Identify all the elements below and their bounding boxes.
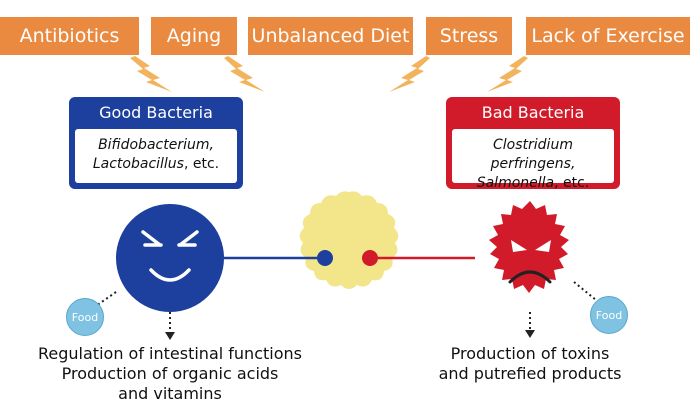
bad-bacteria-face-icon [489, 201, 569, 293]
good-bacteria-example-2: Lactobacillus [92, 156, 184, 172]
bad-food-connector [573, 281, 597, 301]
good-output-arrow-icon [165, 332, 175, 340]
good-caption-line-3: and vitamins [118, 384, 222, 403]
bad-caption-line-2: and putrefied products [438, 364, 622, 383]
bad-bacteria-etc: , etc. [554, 175, 590, 191]
bad-bacteria-examples: Clostridium perfringens, Salmonella, etc… [452, 129, 614, 191]
good-bacteria-title: Good Bacteria [99, 103, 213, 122]
bad-bacteria-caption: Production of toxins and putrefied produ… [410, 344, 650, 384]
good-bacteria-caption: Regulation of intestinal functions Produ… [20, 344, 320, 404]
good-bacteria-face-icon [116, 204, 224, 312]
bad-bacteria-example-2: Salmonella [476, 175, 555, 191]
bad-caption-line-1: Production of toxins [450, 344, 610, 363]
good-caption-line-1: Regulation of intestinal functions [38, 344, 302, 363]
bad-bacteria-panel: Bad Bacteria Clostridium perfringens, Sa… [446, 97, 620, 191]
factor-unbalanced-diet: Unbalanced Diet [248, 17, 413, 55]
factor-stress: Stress [426, 17, 512, 55]
good-bacteria-etc: , etc. [183, 156, 220, 172]
bad-food-bubble: Food [590, 296, 628, 334]
good-caption-line-2: Production of organic acids [61, 364, 279, 383]
bad-link-dot [362, 250, 378, 266]
neutral-bacteria-icon [299, 191, 399, 289]
good-bacteria-panel: Good Bacteria Bifidobacterium, Lactobaci… [69, 97, 243, 189]
factor-antibiotics: Antibiotics [0, 17, 139, 55]
bad-bacteria-example-1: Clostridium perfringens, [490, 137, 576, 172]
good-bacteria-examples: Bifidobacterium, Lactobacillus, etc. [75, 129, 237, 183]
factor-aging: Aging [151, 17, 237, 55]
bolt-icon-antibiotics [130, 56, 172, 92]
bad-bacteria-title: Bad Bacteria [481, 103, 585, 122]
factor-lack-of-exercise: Lack of Exercise [526, 17, 690, 55]
good-bacteria-example-1: Bifidobacterium, [98, 137, 214, 153]
good-food-bubble: Food [66, 298, 104, 336]
bolt-icon-stress [487, 56, 528, 92]
bad-output-arrow-icon [525, 330, 535, 338]
good-link-dot [317, 250, 333, 266]
bolt-icon-aging [224, 56, 265, 92]
bolt-icon-unbalanced-diet [389, 56, 430, 92]
